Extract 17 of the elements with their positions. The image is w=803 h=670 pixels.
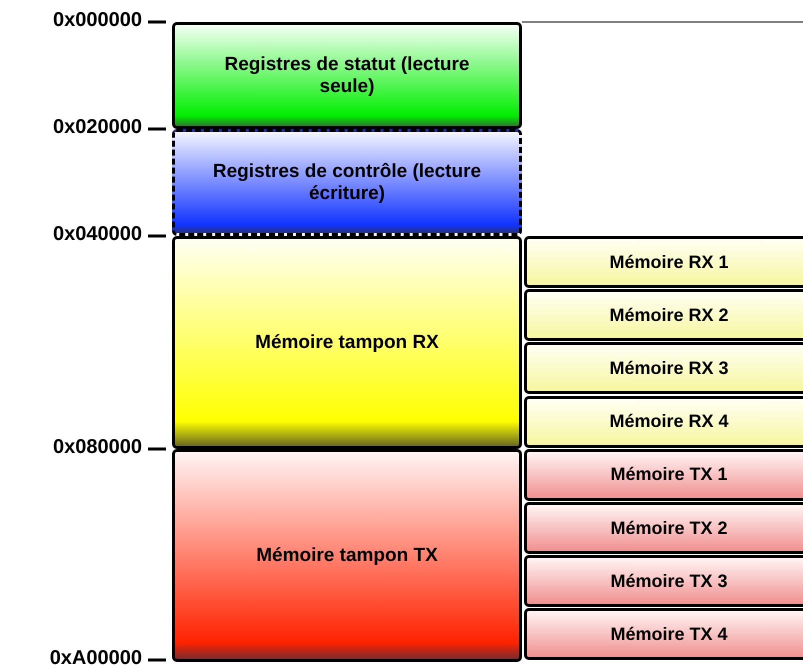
memory-block: Mémoire RX 1 xyxy=(524,236,803,288)
address-label: 0xA00000 xyxy=(48,647,142,669)
memory-block: Mémoire TX 4 xyxy=(524,608,803,660)
address-label: 0x040000 xyxy=(52,223,142,245)
buffer-block: Mémoire tampon TX xyxy=(172,449,522,662)
buffer-block: Mémoire tampon RX xyxy=(172,236,522,449)
memory-block: Mémoire TX 3 xyxy=(524,555,803,608)
memory-block: Mémoire TX 2 xyxy=(524,502,803,554)
memory-block: Mémoire RX 3 xyxy=(524,342,803,394)
register-block: Registres de contrôle (lecture écriture) xyxy=(172,129,522,236)
address-label: 0x000000 xyxy=(52,9,142,31)
memory-block: Mémoire TX 1 xyxy=(524,448,803,501)
address-label: 0x080000 xyxy=(52,436,142,458)
address-label: 0x020000 xyxy=(52,116,142,138)
memory-block: Mémoire RX 2 xyxy=(524,289,803,342)
register-block: Registres de statut (lecture seule) xyxy=(172,22,522,129)
memory-block: Mémoire RX 4 xyxy=(524,396,803,448)
